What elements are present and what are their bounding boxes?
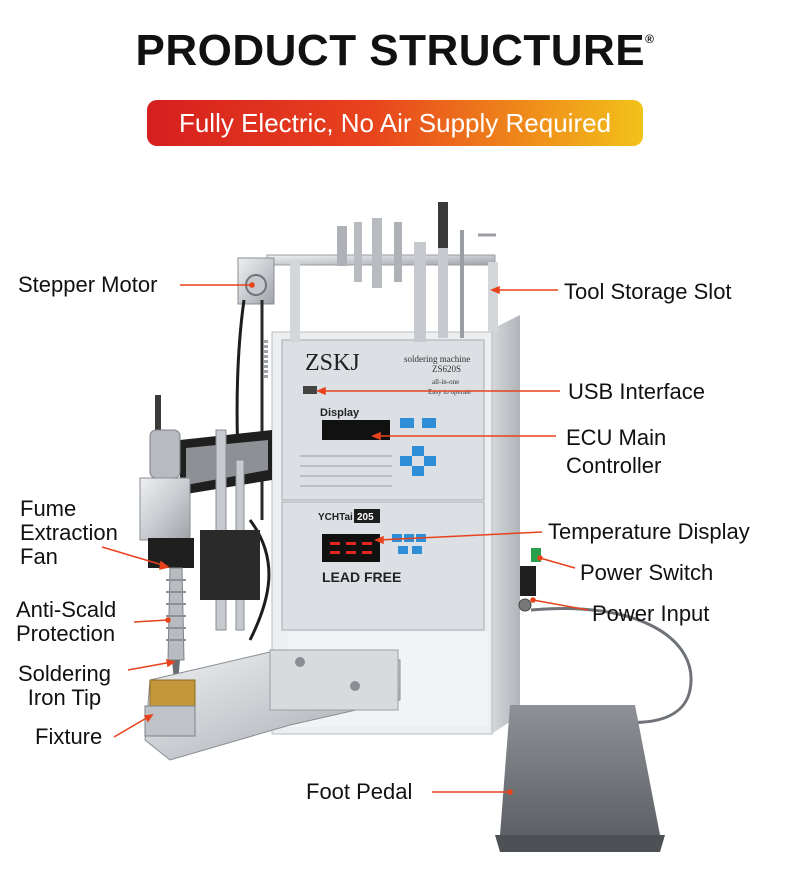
label-usb-interface: USB Interface xyxy=(568,379,705,404)
label-fixture: Fixture xyxy=(35,724,103,749)
base-plate xyxy=(144,649,401,761)
label-anti-scald-line-1: Anti-Scald xyxy=(16,597,117,622)
fixture-clamp xyxy=(144,705,196,737)
lower-model: 205 xyxy=(357,512,374,523)
fixture-gold-block xyxy=(149,679,196,707)
label-power-input: Power Input xyxy=(592,601,710,626)
label-foot-pedal: Foot Pedal xyxy=(306,779,413,804)
temperature-digits xyxy=(330,542,372,554)
tagline-1: all-in-one xyxy=(432,378,459,386)
foot-pedal xyxy=(495,705,665,852)
leader-power-switch xyxy=(539,557,576,569)
model-number: ZS620S xyxy=(432,364,461,374)
leader-temperature-display xyxy=(377,531,543,541)
label-ecu-line-1: ECU Main xyxy=(566,425,667,450)
label-power-switch: Power Switch xyxy=(580,560,714,585)
label-ecu-line-2: Controller xyxy=(566,453,662,478)
leader-fume-fan xyxy=(101,546,167,567)
page-title: PRODUCT STRUCTURE® xyxy=(0,26,790,76)
ecu-keypad xyxy=(400,418,436,476)
page-title-text: PRODUCT STRUCTURE xyxy=(135,26,646,75)
label-iron-tip-line-2: Iron Tip xyxy=(27,685,102,710)
registered-mark: ® xyxy=(645,32,655,46)
spec-text-lines xyxy=(300,455,392,487)
label-tool-storage-slot: Tool Storage Slot xyxy=(564,279,732,304)
leader-anti-scald xyxy=(133,619,169,623)
brand-mark: ZSKJ xyxy=(305,350,360,376)
label-fume-line-1: Fume xyxy=(20,496,77,521)
brand-subtitle: soldering machine xyxy=(404,354,470,364)
label-fume-line-3: Fan xyxy=(20,544,58,569)
power-switch-button xyxy=(531,548,541,562)
lower-brand: YCHTai xyxy=(318,512,353,523)
power-input-socket xyxy=(518,598,532,612)
tagline-2: Easy to operate xyxy=(428,388,471,396)
label-fume-line-2: Extraction xyxy=(20,520,118,545)
leader-lines xyxy=(101,282,589,795)
label-ecu-main-controller: ECU Main Controller xyxy=(566,426,666,478)
lower-model-box xyxy=(354,509,380,523)
ecu-display xyxy=(322,420,390,440)
leader-fixture xyxy=(113,715,151,738)
label-fume-extraction-fan: Fume Extraction Fan xyxy=(20,497,118,569)
label-iron-tip-line-1: Soldering xyxy=(18,661,111,686)
display-panel-label: Display xyxy=(320,407,360,419)
fume-fan-housing xyxy=(148,538,194,568)
tool-storage-rack xyxy=(266,202,498,342)
feature-banner: Fully Electric, No Air Supply Required xyxy=(147,100,643,146)
leader-iron-tip xyxy=(127,661,173,671)
power-switch-housing xyxy=(520,566,536,596)
label-stepper-motor: Stepper Motor xyxy=(18,272,158,297)
label-anti-scald-line-2: Protection xyxy=(16,621,116,646)
soldering-arm xyxy=(139,395,272,682)
anti-scald-coil xyxy=(166,579,186,641)
temperature-display xyxy=(322,534,380,562)
label-anti-scald-protection: Anti-Scald Protection xyxy=(16,598,116,646)
label-soldering-iron-tip: Soldering Iron Tip xyxy=(18,662,111,710)
stepper-motor xyxy=(237,257,275,305)
leader-power-input xyxy=(532,599,589,611)
usb-port-icon xyxy=(303,386,317,394)
lead-free-label: LEAD FREE xyxy=(322,569,401,585)
label-temperature-display: Temperature Display xyxy=(548,519,750,544)
